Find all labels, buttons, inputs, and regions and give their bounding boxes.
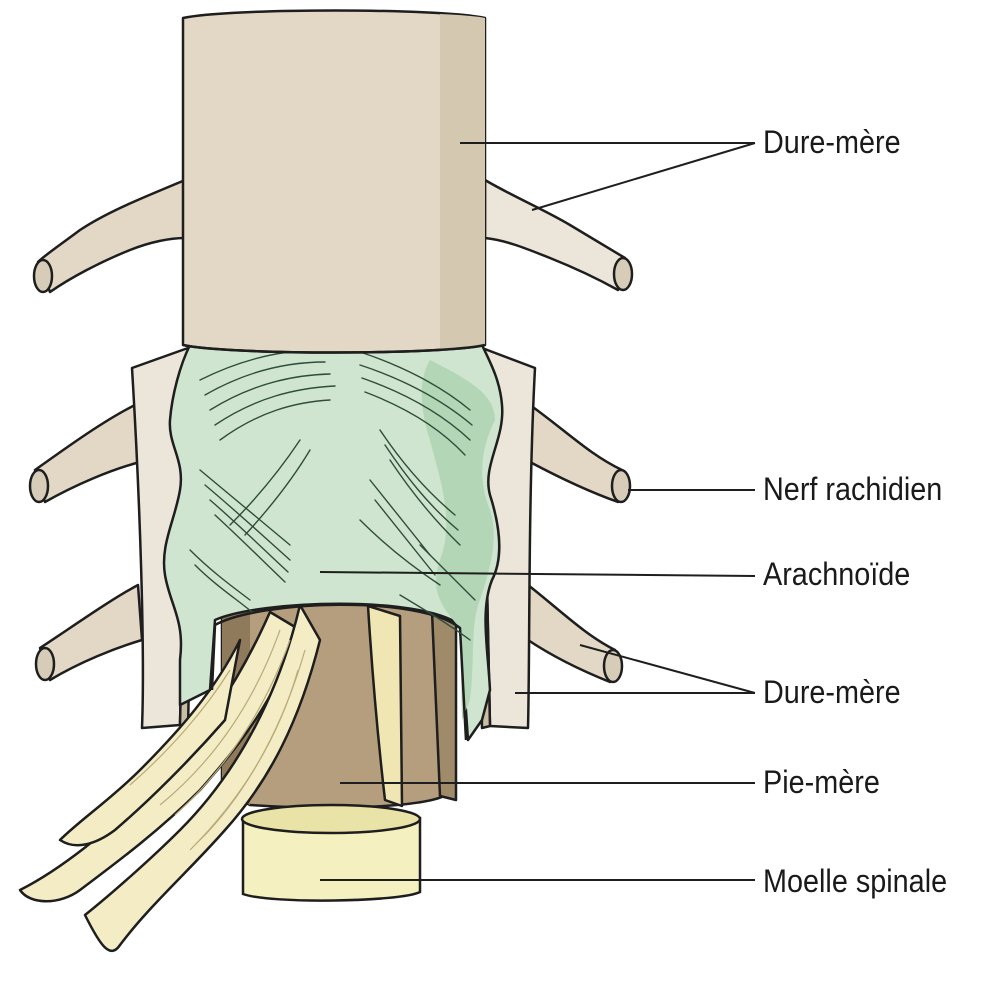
dura-tube-bottom-edge <box>182 343 486 354</box>
label-dura-mater-bottom: Dure-mère <box>763 674 901 710</box>
arachnoid-inner-edge <box>210 603 468 741</box>
left-nerve-lower-end <box>34 646 56 682</box>
arachnoid-shade-right <box>421 360 495 720</box>
right-spinal-nerve-lower <box>526 583 617 684</box>
label-pia-mater: Pie-mère <box>763 764 880 800</box>
nerve-root-fibers <box>129 629 306 851</box>
lower-dura-right-nerve-roots <box>526 403 632 684</box>
leader-lines <box>319 142 756 881</box>
right-spinal-nerve-middle <box>528 403 624 504</box>
pia-mater-flap <box>366 604 404 808</box>
leader-dura-top-2 <box>531 142 756 211</box>
upper-dura-mater <box>32 9 634 354</box>
dura-tube-shade <box>440 14 485 351</box>
right-nerve-middle-end <box>610 468 632 504</box>
label-arachnoid: Arachnoïde <box>763 556 911 592</box>
left-spinal-nerve-middle <box>33 403 142 504</box>
label-dura-mater-top: Dure-mère <box>763 124 901 160</box>
left-nerve-middle-end <box>28 468 50 504</box>
leader-arachnoid <box>319 571 756 577</box>
label-spinal-cord: Moelle spinale <box>763 863 948 899</box>
upper-right-nerve-sleeve <box>483 178 627 292</box>
upper-left-nerve-end <box>32 258 54 294</box>
upper-right-nerve-end <box>612 256 634 292</box>
nerve-root-strand-2 <box>83 603 322 952</box>
nerve-roots-bundle <box>18 603 322 952</box>
nerve-root-strand-3 <box>58 638 242 847</box>
lower-dura-left-nerve-roots <box>28 403 144 682</box>
arachnoid-mater <box>162 343 504 742</box>
spinal-cord <box>240 803 422 902</box>
arachnoid-fibers <box>189 349 476 641</box>
spinal-cord-top <box>240 803 422 835</box>
left-spinal-nerve-lower <box>38 583 144 682</box>
leader-dura-bottom-1 <box>579 644 756 694</box>
dura-tube <box>181 9 487 354</box>
label-spinal-nerve: Nerf rachidien <box>763 471 943 507</box>
right-nerve-lower-end <box>602 648 624 684</box>
upper-left-nerve-sleeve <box>36 178 187 294</box>
